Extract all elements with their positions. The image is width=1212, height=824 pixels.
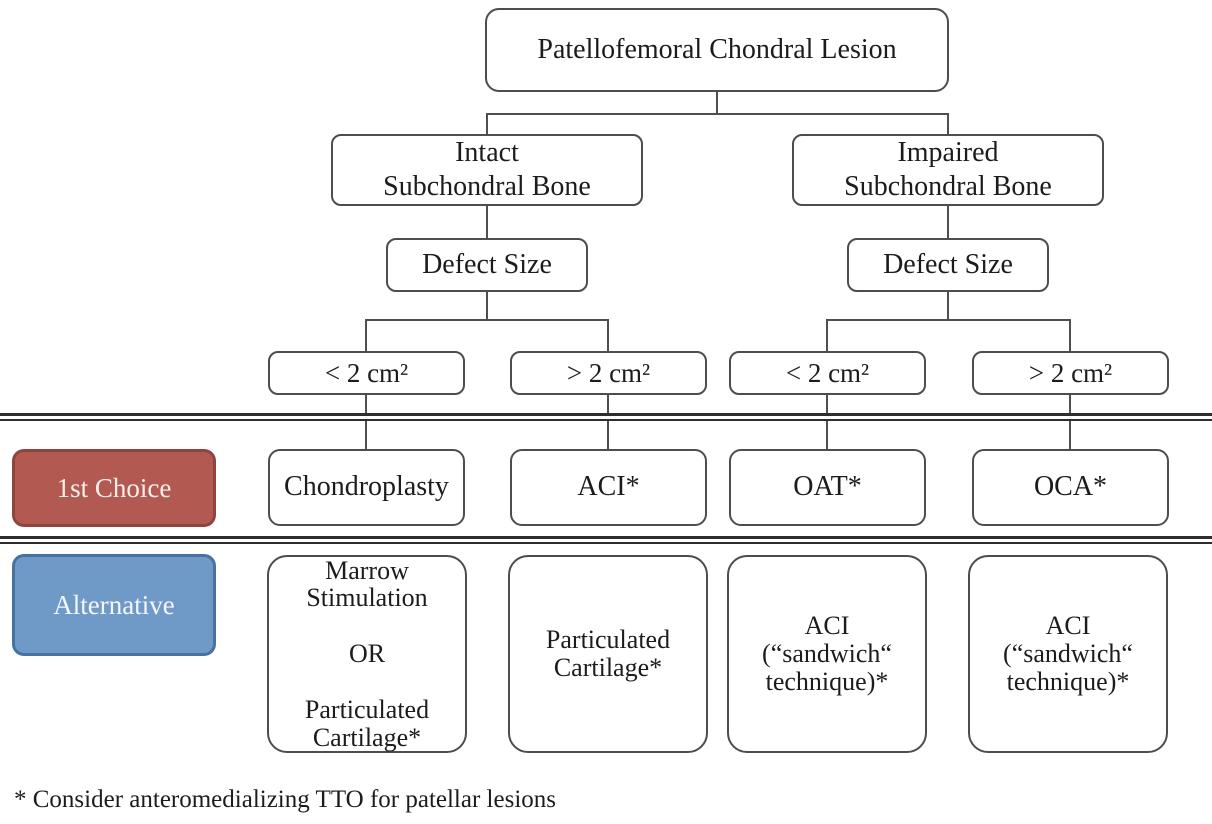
- node-size-gt2-right-label: > 2 cm²: [1028, 357, 1113, 388]
- node-alternative-aci-sandwich-left: ACI (“sandwich“ technique)*: [727, 555, 927, 753]
- node-size-lt2-left: < 2 cm²: [268, 351, 465, 395]
- node-first-choice-aci: ACI*: [510, 449, 707, 526]
- node-first-choice-oca: OCA*: [972, 449, 1169, 526]
- node-alternative-marrow-stimulation-or-particulated-cartilage: Marrow Stimulation OR Particulated Carti…: [267, 555, 467, 753]
- alternative-label-1: Marrow Stimulation OR Particulated Carti…: [304, 555, 430, 752]
- node-size-gt2-left-label: > 2 cm²: [566, 357, 651, 388]
- first-choice-label-4: OCA*: [1033, 471, 1108, 503]
- connector-line: [826, 395, 828, 450]
- node-size-gt2-right: > 2 cm²: [972, 351, 1169, 395]
- node-defect-size-right: Defect Size: [847, 238, 1049, 292]
- badge-alternative: Alternative: [12, 554, 216, 656]
- connector-line: [947, 206, 949, 238]
- node-defect-size-left-label: Defect Size: [422, 248, 552, 280]
- first-choice-label-1: Chondroplasty: [284, 471, 449, 503]
- connector-line: [486, 206, 488, 238]
- connector-line: [607, 319, 609, 352]
- node-size-lt2-right-label: < 2 cm²: [785, 357, 870, 388]
- node-impaired-label: Impaired Subchondral Bone: [844, 136, 1052, 202]
- connector-line: [365, 319, 609, 321]
- node-root: Patellofemoral Chondral Lesion: [485, 8, 949, 92]
- connector-line: [365, 395, 367, 450]
- node-alternative-particulated-cartilage: Particulated Cartilage*: [508, 555, 708, 753]
- footnote-tto: * Consider anteromedializing TTO for pat…: [14, 786, 556, 813]
- node-intact-label: Intact Subchondral Bone: [383, 136, 591, 202]
- node-defect-size-right-label: Defect Size: [883, 248, 1013, 280]
- connector-line: [607, 395, 609, 450]
- connector-line: [365, 319, 367, 352]
- connector-line: [947, 113, 949, 135]
- node-size-lt2-left-label: < 2 cm²: [324, 357, 409, 388]
- badge-first-choice-label: 1st Choice: [56, 472, 172, 503]
- node-root-label: Patellofemoral Chondral Lesion: [537, 33, 897, 65]
- alternative-label-3: ACI (“sandwich“ technique)*: [762, 611, 892, 696]
- node-impaired-subchondral-bone: Impaired Subchondral Bone: [792, 134, 1104, 206]
- node-intact-subchondral-bone: Intact Subchondral Bone: [331, 134, 643, 206]
- connector-line: [826, 319, 828, 352]
- node-alternative-aci-sandwich-right: ACI (“sandwich“ technique)*: [968, 555, 1168, 753]
- connector-line: [947, 292, 949, 320]
- node-first-choice-oat: OAT*: [729, 449, 926, 526]
- badge-alternative-label: Alternative: [53, 589, 175, 620]
- connector-line: [486, 113, 949, 115]
- alternative-label-4: ACI (“sandwich“ technique)*: [1003, 611, 1133, 696]
- node-defect-size-left: Defect Size: [386, 238, 588, 292]
- connector-line: [716, 92, 718, 114]
- connector-line: [1069, 395, 1071, 450]
- connector-line: [486, 113, 488, 135]
- node-first-choice-chondroplasty: Chondroplasty: [268, 449, 465, 526]
- connector-line: [486, 292, 488, 320]
- node-size-gt2-left: > 2 cm²: [510, 351, 707, 395]
- badge-first-choice: 1st Choice: [12, 449, 216, 527]
- first-choice-label-2: ACI*: [577, 471, 640, 503]
- connector-line: [826, 319, 1071, 321]
- node-size-lt2-right: < 2 cm²: [729, 351, 926, 395]
- alternative-label-2: Particulated Cartilage*: [545, 625, 671, 682]
- row-separator-top: [0, 413, 1212, 421]
- first-choice-label-3: OAT*: [793, 471, 862, 503]
- row-separator-bottom: [0, 536, 1212, 544]
- connector-line: [1069, 319, 1071, 352]
